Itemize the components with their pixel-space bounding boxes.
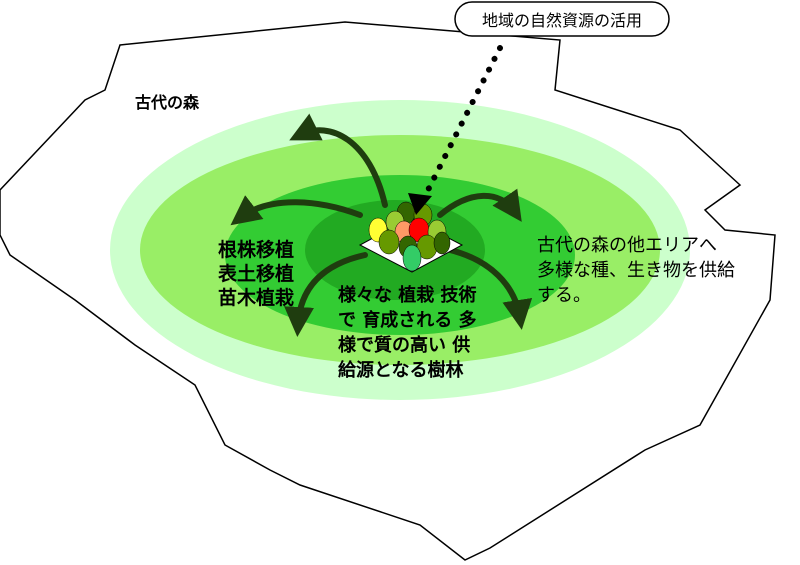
arrow-upper-right — [437, 188, 522, 222]
arrow-left — [230, 195, 363, 226]
right-text-line-2: 多様な種、生き物を供給 — [537, 260, 735, 281]
method-topsoil-transplant: 表土移植 — [218, 262, 294, 285]
right-text-line-3: する。 — [537, 285, 591, 306]
method-root-transplant: 根株移植 — [218, 238, 294, 261]
forest-title: 古代の森 — [135, 93, 200, 112]
callout-box — [454, 1, 670, 37]
center-text-line-1: 様々な 植栽 技術 — [338, 284, 477, 306]
center-text-line-2: で 育成される 多 — [338, 309, 477, 331]
arrow-lower-left — [284, 252, 368, 337]
center-text-line-4: 給源となる樹林 — [338, 359, 463, 381]
arrow-lower-right — [447, 247, 533, 330]
callout-arrowhead — [408, 193, 432, 215]
tree-cluster — [368, 201, 451, 272]
right-text-line-1: 古代の森の他エリアへ — [537, 235, 717, 256]
center-text-line-3: 様で質の高い 供 — [338, 334, 470, 356]
callout-text: 地域の自然資源の活用 — [482, 11, 642, 30]
arrow-upper-left — [289, 113, 388, 208]
callout-dotted-line — [425, 45, 503, 193]
method-seedling-planting: 苗木植栽 — [218, 286, 294, 309]
